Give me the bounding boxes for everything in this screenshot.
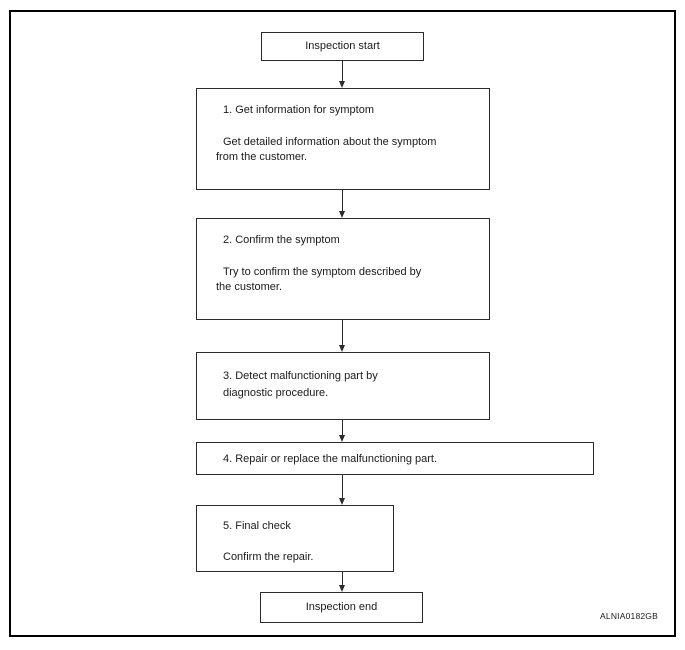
flow-node-step-5-body: 5. Final check Confirm the repair. xyxy=(223,519,383,565)
arrowhead-step1-to-step2 xyxy=(339,211,345,218)
flow-node-step-2-body: 2. Confirm the symptom Try to confirm th… xyxy=(216,233,479,295)
flow-node-step-5-detail-line-1: Confirm the repair. xyxy=(223,551,314,563)
flow-node-step-3-body: 3. Detect malfunctioning part by diagnos… xyxy=(223,369,479,401)
connector-step2-to-step3 xyxy=(342,320,343,345)
figure-frame: Inspection start 1. Get information for … xyxy=(9,10,676,637)
flow-node-step-1-detail-line-2: from the customer. xyxy=(216,151,308,163)
flow-node-step-1-detail-line-1: Get detailed information about the sympt… xyxy=(223,136,437,148)
connector-start-to-step1 xyxy=(342,61,343,81)
flow-node-step-2[interactable]: 2. Confirm the symptom Try to confirm th… xyxy=(196,218,490,320)
arrowhead-step4-to-step5 xyxy=(339,498,345,505)
flow-node-step-3-title: 3. Detect malfunctioning part by xyxy=(223,370,378,382)
flow-node-step-3-detail-line-1: diagnostic procedure. xyxy=(223,387,329,399)
arrowhead-step3-to-step4 xyxy=(339,435,345,442)
flow-node-step-1-detail: Get detailed information about the sympt… xyxy=(216,135,479,165)
flow-node-end-label: Inspection end xyxy=(305,601,378,613)
flow-node-step-4-body: 4. Repair or replace the malfunctioning … xyxy=(223,452,583,467)
flow-node-step-4-title: 4. Repair or replace the malfunctioning … xyxy=(223,453,438,465)
flow-node-end[interactable]: Inspection end xyxy=(260,592,423,623)
connector-step5-to-end xyxy=(342,572,343,585)
flow-node-step-1-body: 1. Get information for symptom Get detai… xyxy=(216,103,479,165)
flow-node-start-label: Inspection start xyxy=(305,40,380,52)
flow-node-step-5[interactable]: 5. Final check Confirm the repair. xyxy=(196,505,394,572)
flow-node-step-2-title: 2. Confirm the symptom xyxy=(223,234,340,246)
connector-step4-to-step5 xyxy=(342,475,343,498)
flow-node-step-5-title: 5. Final check xyxy=(223,520,291,532)
connector-step1-to-step2 xyxy=(342,190,343,211)
arrowhead-start-to-step1 xyxy=(339,81,345,88)
flow-node-step-3[interactable]: 3. Detect malfunctioning part by diagnos… xyxy=(196,352,490,420)
flow-node-step-2-detail-line-2: the customer. xyxy=(216,281,283,293)
flow-node-start[interactable]: Inspection start xyxy=(261,32,424,61)
flow-node-step-4[interactable]: 4. Repair or replace the malfunctioning … xyxy=(196,442,594,475)
flow-node-step-2-detail: Try to confirm the symptom described by … xyxy=(216,265,479,295)
figure-reference-code: ALNIA0182GB xyxy=(600,611,658,621)
flow-node-step-2-detail-line-1: Try to confirm the symptom described by xyxy=(223,266,422,278)
arrowhead-step2-to-step3 xyxy=(339,345,345,352)
connector-step3-to-step4 xyxy=(342,420,343,435)
flow-node-step-1-title: 1. Get information for symptom xyxy=(223,104,374,116)
arrowhead-step5-to-end xyxy=(339,585,345,592)
flow-node-step-1[interactable]: 1. Get information for symptom Get detai… xyxy=(196,88,490,190)
